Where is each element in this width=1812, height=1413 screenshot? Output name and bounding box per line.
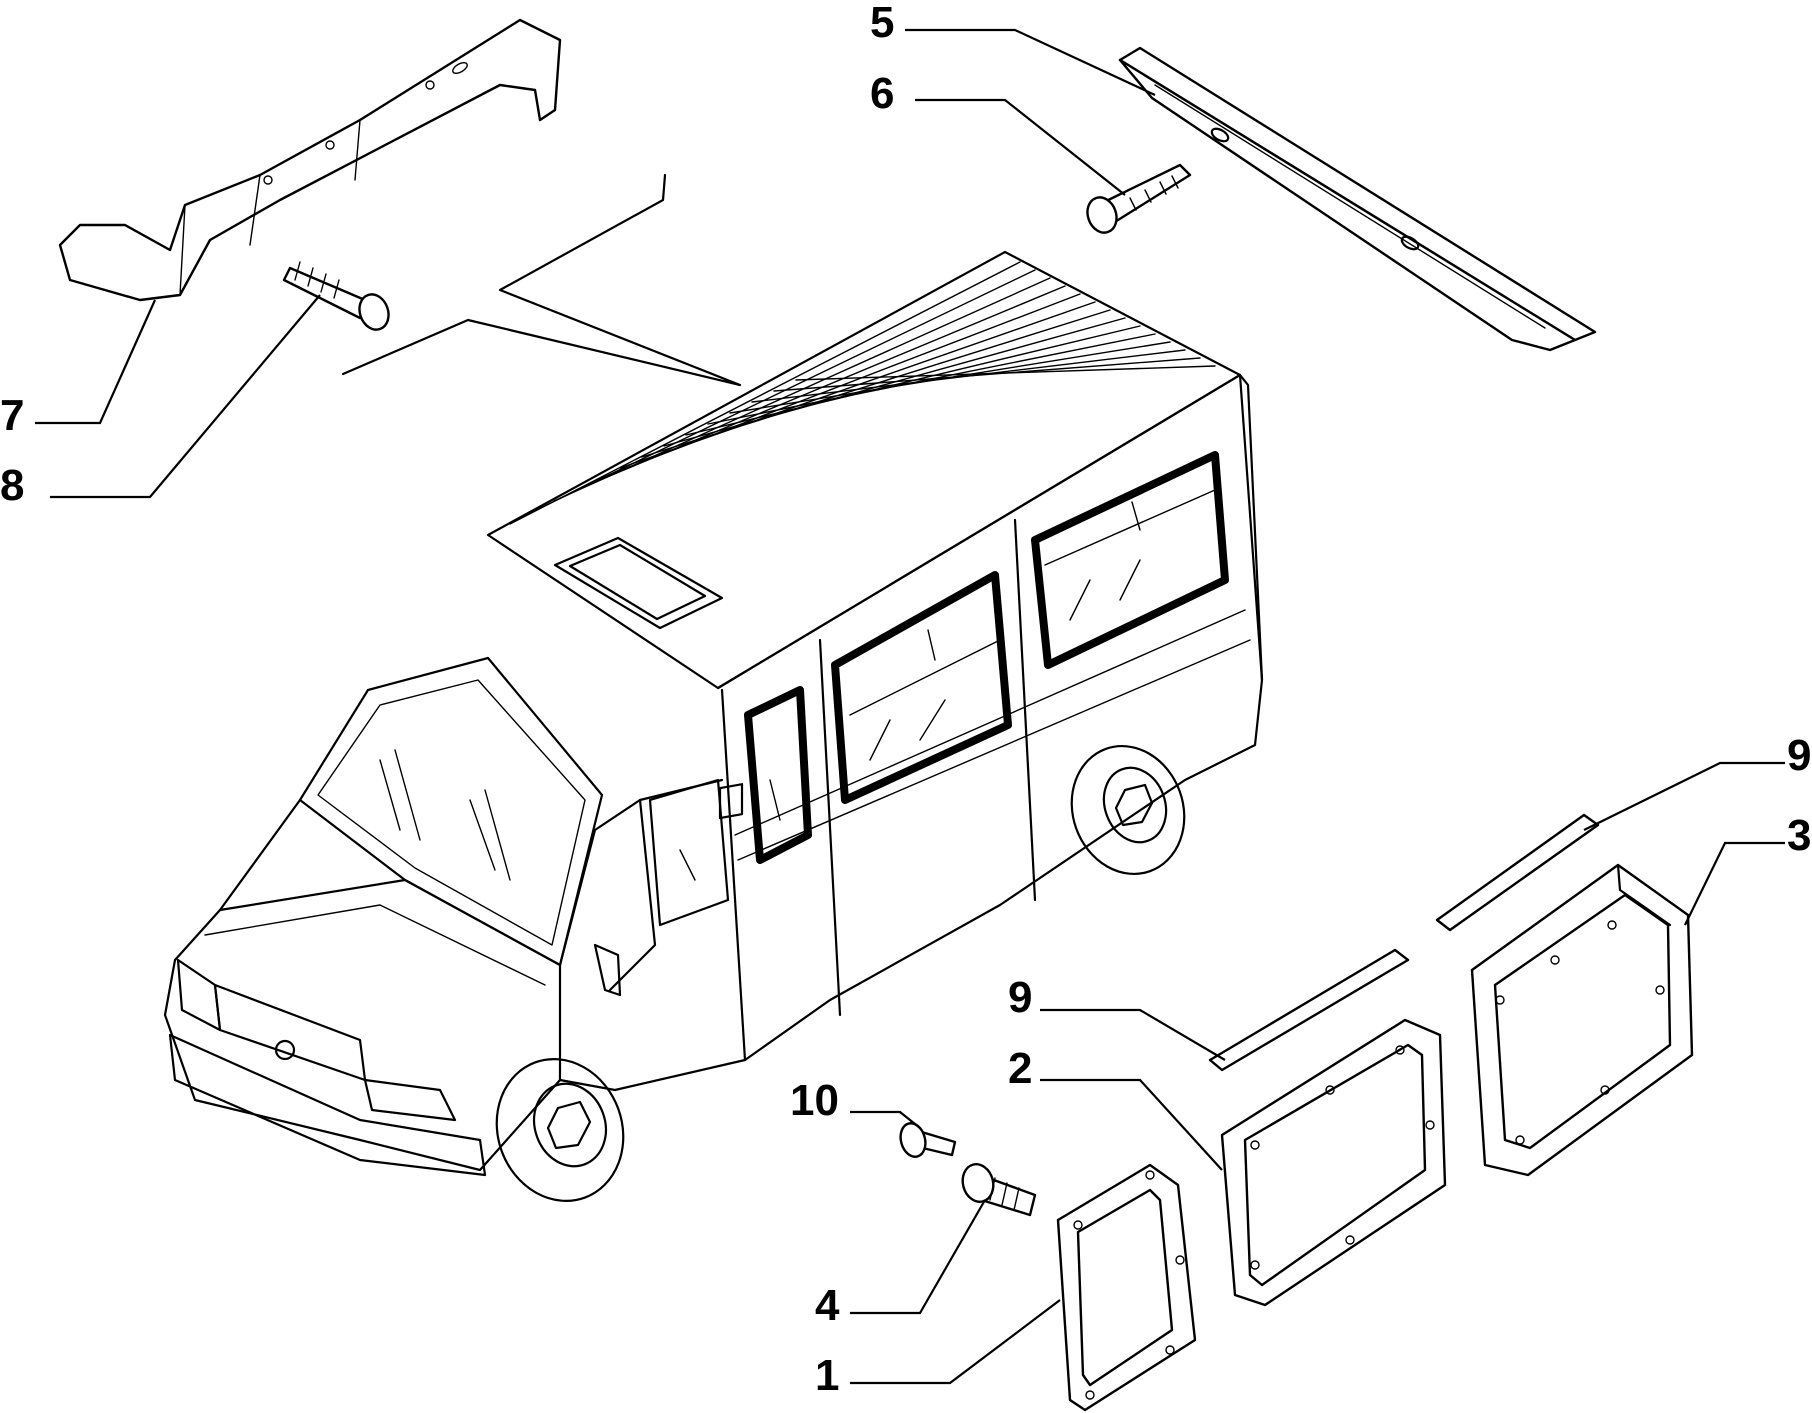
callout-7: 7: [0, 391, 24, 440]
callout-4: 4: [815, 1281, 840, 1330]
part-5-roof-rail: [1118, 46, 1597, 352]
callout-9-upper: 9: [1787, 731, 1811, 780]
roof-vent: [553, 536, 724, 630]
leader-lines: [35, 28, 1785, 1385]
part-2-window-frame: [1220, 1018, 1447, 1307]
roof-ribs: [509, 261, 1216, 525]
van-illustration: [163, 173, 1264, 1203]
side-mirror: [593, 943, 622, 997]
callout-9-lower: 9: [1008, 973, 1032, 1022]
part-3-window-frame: [1470, 863, 1694, 1177]
callout-1: 1: [815, 1351, 839, 1400]
callout-10: 10: [790, 1076, 839, 1125]
part-7-bracket: [58, 18, 562, 302]
front-bumper: [168, 1033, 487, 1177]
rear-wheel: [1070, 744, 1186, 876]
part-6-screw: [1086, 163, 1192, 234]
part-10-bolt: [899, 1122, 957, 1158]
part-1-window-frame: [1056, 1163, 1197, 1412]
part-9-strip-upper: [1435, 813, 1600, 932]
glass-hatching: [379, 559, 1141, 881]
callout-6: 6: [870, 69, 894, 118]
callout-5: 5: [870, 0, 894, 47]
van-front: [163, 798, 562, 1172]
part-4-screw: [961, 1163, 1037, 1217]
front-door-window: [648, 778, 730, 927]
callout-2: 2: [1008, 1044, 1032, 1093]
part-8-screw: [282, 261, 390, 331]
part-9-strip-lower: [1208, 948, 1410, 1072]
front-wheel: [495, 1057, 625, 1203]
side-window-middle: [831, 571, 1012, 804]
van-side-body: [558, 373, 1264, 1092]
windshield: [298, 656, 604, 967]
side-window-small: [744, 686, 812, 864]
van-rear: [1238, 373, 1264, 682]
callout-8: 8: [0, 461, 24, 510]
side-window-rear: [1031, 451, 1229, 669]
headlight: [363, 1078, 457, 1122]
callout-3: 3: [1787, 811, 1811, 860]
